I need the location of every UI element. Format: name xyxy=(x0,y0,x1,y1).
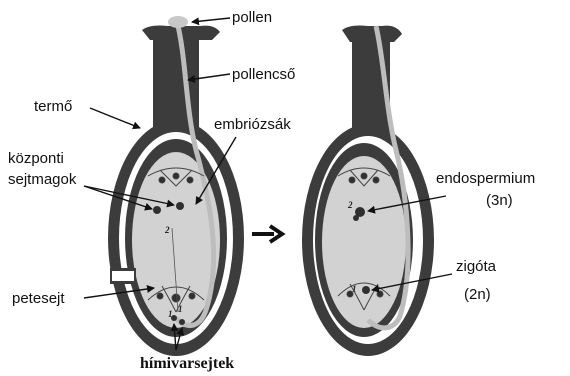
right-label-one: 1 xyxy=(352,284,357,294)
label-zygote-1: zigóta xyxy=(456,258,497,275)
label-zygote-2: (2n) xyxy=(464,286,491,303)
right-label-two: 2 xyxy=(347,200,353,210)
label-pollen-tube: pollencső xyxy=(232,66,295,83)
label-pollen: pollen xyxy=(232,9,272,26)
label-sperm-cells: hímivarsejtek xyxy=(140,355,234,372)
left-pollen-grain xyxy=(168,16,188,28)
pointer-pistil xyxy=(90,108,140,128)
left-label-two: 2 xyxy=(164,225,170,235)
left-central-nucleus-b xyxy=(176,202,184,210)
label-endosperm-1: endospermium xyxy=(436,170,535,187)
left-central-nucleus-a xyxy=(153,206,161,214)
left-label-one-a: 1 xyxy=(168,309,173,319)
label-central-nuclei-2: sejtmagok xyxy=(8,171,77,188)
label-pistil: termő xyxy=(34,98,72,115)
label-endosperm-2: (3n) xyxy=(486,192,513,209)
left-pistil: 2 1 1 xyxy=(108,16,244,356)
right-pistil: 2 1 xyxy=(302,26,434,357)
label-embryo-sac: embriózsák xyxy=(214,116,291,133)
left-label-one-b: 1 xyxy=(178,304,183,314)
right-embryo-sac xyxy=(322,156,406,328)
process-arrow xyxy=(252,226,282,242)
pointer-pollen xyxy=(192,18,230,22)
left-sperm-cell-b xyxy=(179,319,185,325)
right-zygote-nucleus xyxy=(362,286,370,294)
label-egg-cell: petesejt xyxy=(12,290,65,307)
label-central-nuclei-1: központi xyxy=(8,150,64,167)
